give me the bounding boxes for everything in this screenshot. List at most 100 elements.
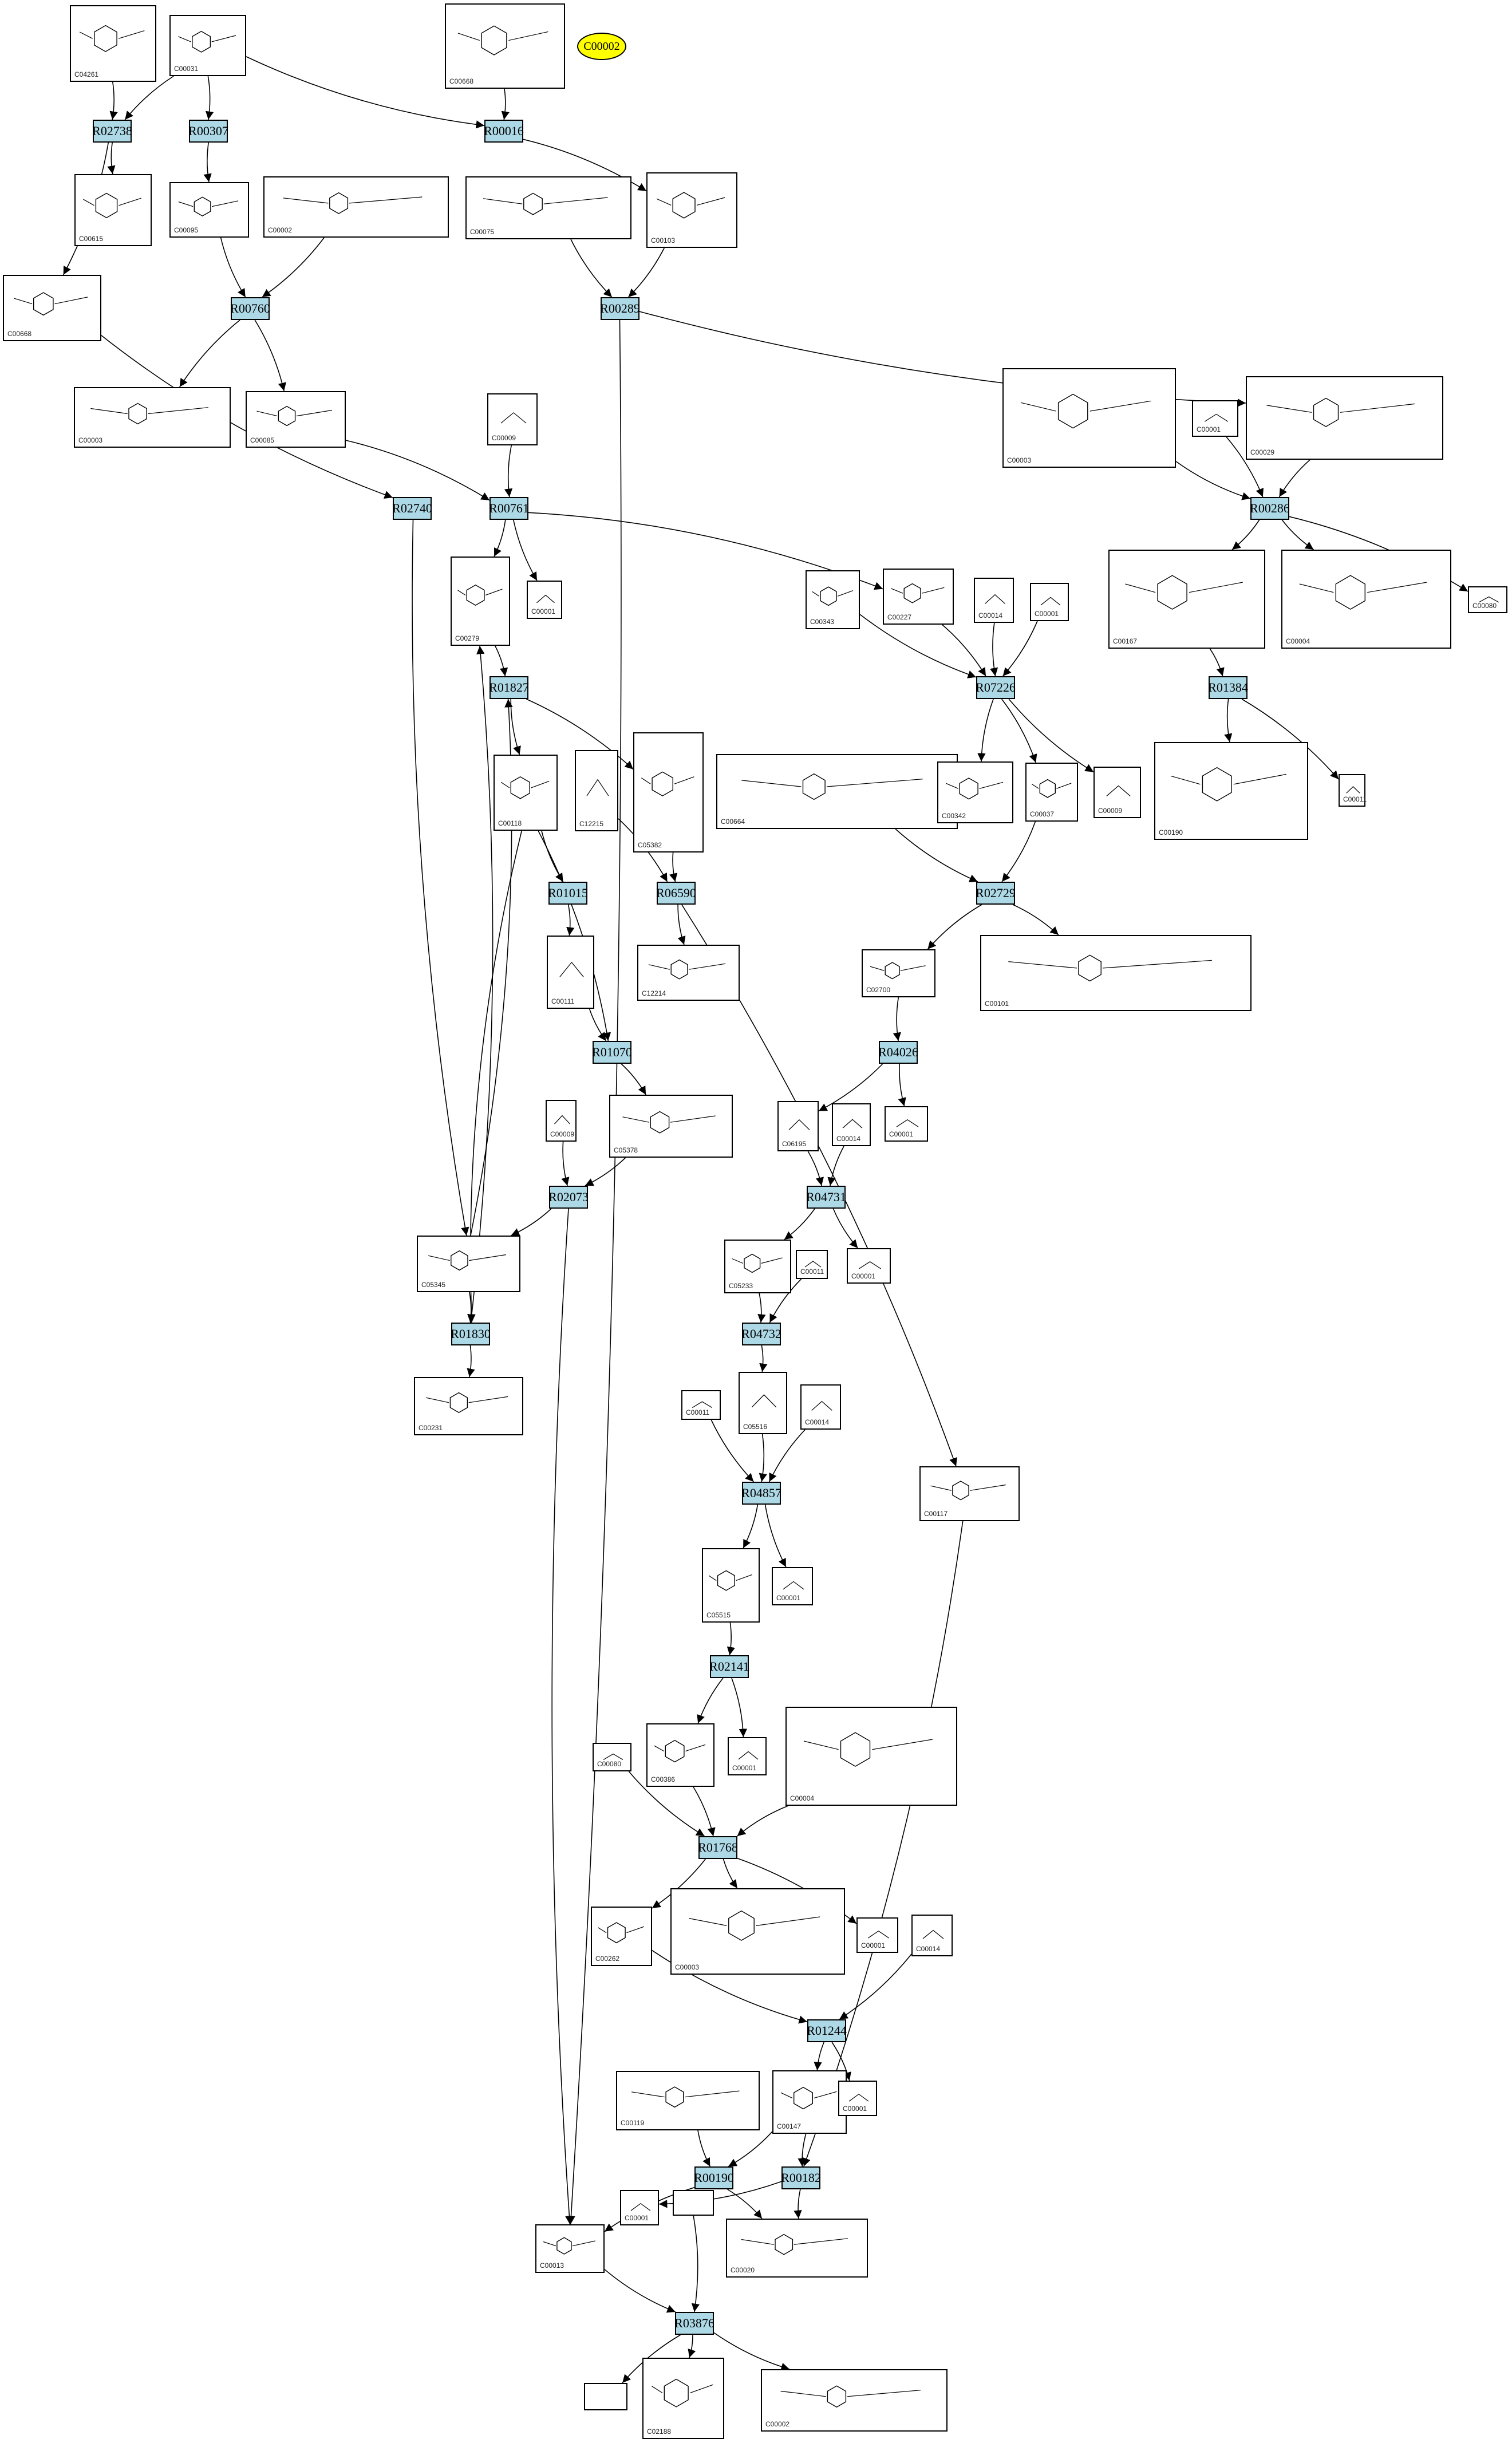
compound-c00004[interactable]: C00004	[785, 1707, 957, 1806]
compound-c00003[interactable]: C00003	[74, 387, 231, 448]
reaction-r02141[interactable]: R02141	[709, 1655, 749, 1678]
compound-c00190[interactable]: C00190	[1154, 742, 1308, 840]
reaction-r00286[interactable]: R00286	[1250, 497, 1290, 520]
reaction-r00016[interactable]: R00016	[484, 120, 524, 143]
compound-c00014[interactable]: C00014	[911, 1915, 953, 1956]
compound-c00167[interactable]: C00167	[1108, 550, 1265, 649]
compound-c00020[interactable]: C00020	[726, 2219, 868, 2278]
reaction-r00760[interactable]: R00760	[230, 297, 270, 320]
compound-c00279[interactable]: C00279	[451, 557, 510, 646]
compound-c00001[interactable]: C00001	[527, 581, 562, 619]
compound-c05515[interactable]: C05515	[702, 1548, 760, 1623]
compound-c00009[interactable]: C00009	[487, 393, 538, 445]
reaction-r01015[interactable]: R01015	[548, 882, 588, 905]
compound-c05378[interactable]: C05378	[609, 1095, 733, 1158]
compound-c00001[interactable]: C00001	[728, 1737, 767, 1775]
compound-c00001[interactable]: C00001	[847, 1248, 891, 1284]
compound-c00343[interactable]: C00343	[806, 570, 860, 629]
reaction-r00761[interactable]: R00761	[489, 497, 529, 520]
reaction-r01830[interactable]: R01830	[451, 1323, 491, 1345]
compound-c05382[interactable]: C05382	[633, 732, 704, 853]
reaction-r01384[interactable]: R01384	[1208, 676, 1248, 699]
compound-c00117[interactable]: C00117	[919, 1466, 1020, 1521]
compound-c12215[interactable]: C12215	[575, 750, 618, 831]
compound-c00075[interactable]: C00075	[465, 176, 631, 239]
compound-c00001[interactable]: C00001	[856, 1917, 898, 1953]
compound-c00009[interactable]: C00009	[546, 1100, 577, 1142]
compound-c00004[interactable]: C00004	[1281, 550, 1451, 649]
reaction-r06590[interactable]: R06590	[656, 882, 696, 905]
compound-c00001[interactable]: C00001	[772, 1567, 813, 1605]
compound-c00002[interactable]: C00002	[263, 176, 449, 238]
reaction-r01827[interactable]: R01827	[489, 676, 529, 699]
compound-c00011[interactable]: C00011	[681, 1390, 721, 1420]
compound-c05516[interactable]: C05516	[739, 1372, 787, 1434]
reaction-r02729[interactable]: R02729	[976, 882, 1016, 905]
reaction-r04731[interactable]: R04731	[806, 1186, 846, 1209]
compound-c00103[interactable]: C00103	[646, 172, 737, 248]
compound-c00147[interactable]: C00147	[772, 2070, 847, 2134]
compound-c06195[interactable]: C06195	[777, 1101, 819, 1151]
compound-c00119[interactable]: C00119	[616, 2071, 760, 2130]
compound-c00001[interactable]: C00001	[885, 1106, 928, 1142]
compound-c00014[interactable]: C00014	[832, 1103, 871, 1146]
reaction-r01070[interactable]: R01070	[592, 1041, 632, 1064]
reaction-r00182[interactable]: R00182	[781, 2166, 821, 2189]
compound-c00029[interactable]: C00029	[1246, 376, 1443, 460]
compound-c00111[interactable]: C00111	[547, 936, 594, 1009]
reaction-r03876[interactable]: R03876	[674, 2312, 714, 2335]
reaction-r00190[interactable]: R00190	[694, 2166, 734, 2189]
reaction-r01768[interactable]: R01768	[698, 1836, 738, 1859]
compound-c00095[interactable]: C00095	[169, 182, 249, 238]
compound-c00080[interactable]: C00080	[1468, 586, 1507, 613]
compound-c00101[interactable]: C00101	[980, 935, 1252, 1011]
reaction-r04857[interactable]: R04857	[741, 1482, 781, 1505]
compound-c00014[interactable]: C00014	[800, 1384, 841, 1430]
compound-c04261[interactable]: C04261	[70, 5, 156, 82]
compound-c00013[interactable]: C00013	[535, 2224, 605, 2273]
compound-c00386[interactable]: C00386	[646, 1723, 714, 1787]
compound-c00003[interactable]: C00003	[670, 1888, 845, 1975]
reaction-r00307[interactable]: R00307	[188, 120, 228, 143]
reaction-r02738[interactable]: R02738	[92, 120, 132, 143]
compound-c00003[interactable]: C00003	[1002, 368, 1176, 468]
compound-c00118[interactable]: C00118	[494, 755, 558, 831]
compound-blank[interactable]	[673, 2190, 714, 2216]
reaction-r07226[interactable]: R07226	[976, 676, 1016, 699]
reaction-r00289[interactable]: R00289	[600, 297, 640, 320]
compound-c02188[interactable]: C02188	[642, 2358, 724, 2439]
reaction-r04026[interactable]: R04026	[878, 1041, 918, 1064]
compound-c12214[interactable]: C12214	[637, 945, 740, 1001]
compound-c00011[interactable]: C00011	[1339, 774, 1367, 807]
compound-c00085[interactable]: C00085	[246, 391, 346, 448]
reaction-r02740[interactable]: R02740	[392, 497, 432, 520]
compound-c00080[interactable]: C00080	[593, 1743, 631, 1771]
compound-c00002[interactable]: C00002	[761, 2369, 948, 2432]
compound-c00001[interactable]: C00001	[838, 2081, 877, 2116]
compound-c00615[interactable]: C00615	[74, 174, 152, 246]
compound-c02700[interactable]: C02700	[862, 949, 935, 997]
compound-c00231[interactable]: C00231	[414, 1377, 523, 1435]
reaction-r04732[interactable]: R04732	[741, 1323, 781, 1345]
compound-c00001[interactable]: C00001	[620, 2190, 659, 2225]
compound-id: C00003	[78, 436, 103, 444]
compound-c05233[interactable]: C05233	[724, 1240, 791, 1293]
compound-c05345[interactable]: C05345	[417, 1236, 520, 1292]
compound-c00664[interactable]: C00664	[716, 754, 958, 829]
reaction-r02073[interactable]: R02073	[548, 1186, 589, 1209]
compound-c00001[interactable]: C00001	[1192, 400, 1238, 437]
reaction-r01244[interactable]: R01244	[807, 2019, 847, 2042]
compound-c00001[interactable]: C00001	[1030, 583, 1069, 621]
compound-c00668[interactable]: C00668	[445, 3, 565, 89]
compound-c00262[interactable]: C00262	[591, 1907, 652, 1966]
compound-c00227[interactable]: C00227	[883, 569, 954, 625]
highlight-node[interactable]: C00002	[577, 33, 626, 60]
compound-c00342[interactable]: C00342	[937, 761, 1013, 823]
compound-c00009[interactable]: C00009	[1093, 767, 1141, 818]
compound-c00037[interactable]: C00037	[1025, 763, 1078, 822]
compound-c00031[interactable]: C00031	[169, 15, 246, 76]
compound-c00668[interactable]: C00668	[3, 275, 101, 341]
compound-c00014[interactable]: C00014	[974, 578, 1014, 623]
compound-c00011[interactable]: C00011	[796, 1250, 828, 1279]
compound-blank[interactable]	[584, 2383, 627, 2410]
